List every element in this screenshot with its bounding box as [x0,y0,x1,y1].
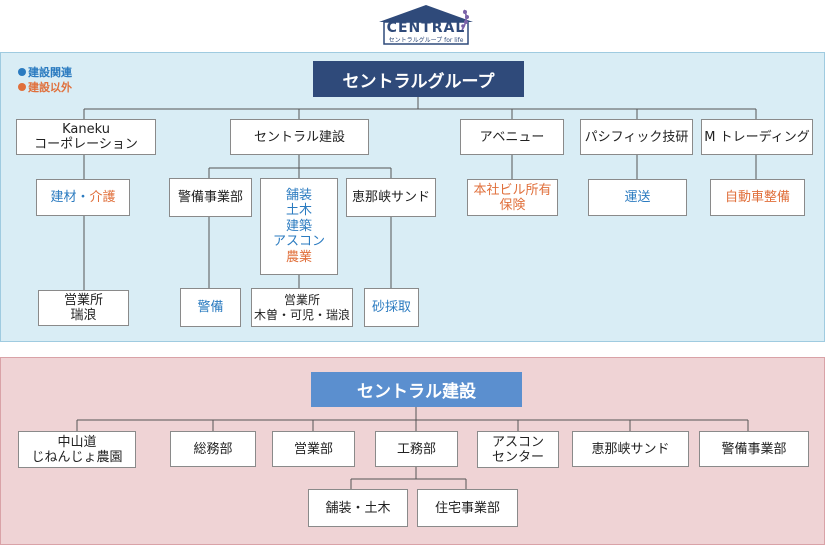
legend-construction-label: 建設関連 [28,66,72,79]
kaneku-name-line1: Kaneku [62,122,110,137]
service-insurance: 保険 [499,197,526,213]
service-kaigo: 介護 [89,190,116,205]
mtrading-service: 自動車整備 [710,179,805,216]
blue-dot-icon [18,68,26,76]
dept-eigyo: 営業部 [272,431,355,467]
office-label: 営業所 [283,292,320,307]
dept-keibi: 警備事業部 [169,178,252,217]
house-icon [379,5,473,45]
farm-name-line2: じねんじょ農園 [31,449,123,465]
work-kenchiku: 建築 [285,218,312,234]
dept-construction-works: 舗装 土木 建築 アスコン 農業 [260,178,338,275]
group-title: セントラルグループ [313,61,524,97]
kaneku-office-mizunami: 営業所 瑞浪 [38,290,129,326]
office-locations: 木曽・可児・瑞浪 [253,307,350,322]
company-m-trading: M トレーディング [701,119,813,155]
orange-dot-icon [18,83,26,91]
company-avenue: アベニュー [460,119,564,155]
dept-enakyo-sand: 恵那峡サンド [346,178,436,217]
legend: 建設関連 建設以外 [18,65,72,95]
ascon-line2: センター [491,449,544,465]
work-nougyou: 農業 [285,249,312,265]
koumu-hosou-doboku: 舗装・土木 [308,489,408,527]
farm-name-line1: 中山道 [57,434,97,450]
avenue-service: 本社ビル所有 保険 [467,179,558,216]
kensetsu-title: セントラル建設 [311,372,522,407]
logo-brand: CENTRAL [386,20,466,36]
dept-nakasendo-farm: 中山道 じねんじょ農園 [18,431,136,468]
company-pacific: パシフィック技研 [580,119,693,155]
kaneku-service: 建材・介護 [36,179,130,216]
company-central-kensetsu: セントラル建設 [230,119,369,155]
service-separator: ・ [76,190,90,205]
enakyo-service: 砂採取 [364,288,419,327]
legend-non-construction-label: 建設以外 [28,81,72,94]
dept-ascon-center: アスコン センター [477,431,559,468]
service-building: 本社ビル所有 [473,182,552,198]
kaneku-name-line2: コーポレーション [34,137,138,152]
dept-soumu: 総務部 [170,431,256,467]
company-kaneku: Kaneku コーポレーション [16,119,156,155]
ascon-line1: アスコン [491,434,544,450]
logo-tagline: セントラルグループ for life [388,37,464,44]
office-label: 営業所 [63,293,103,308]
kensetsu-offices: 営業所 木曽・可児・瑞浪 [251,288,353,327]
work-ascon: アスコン [272,234,325,250]
koumu-jutaku: 住宅事業部 [417,489,518,527]
company-logo: CENTRAL セントラルグループ for life [376,2,476,46]
work-doboku: 土木 [285,203,312,219]
keibi-service: 警備 [180,288,241,327]
dept-koumu: 工務部 [375,431,458,467]
office-location: 瑞浪 [70,308,97,323]
work-hosou: 舗装 [285,187,312,203]
dept-keibi-bottom: 警備事業部 [699,431,809,467]
dept-enakyo-sand-bottom: 恵那峡サンド [572,431,689,467]
legend-item-non-construction: 建設以外 [18,80,72,95]
service-kenzai: 建材 [50,190,77,205]
legend-item-construction: 建設関連 [18,65,72,80]
pacific-service: 運送 [588,179,687,216]
